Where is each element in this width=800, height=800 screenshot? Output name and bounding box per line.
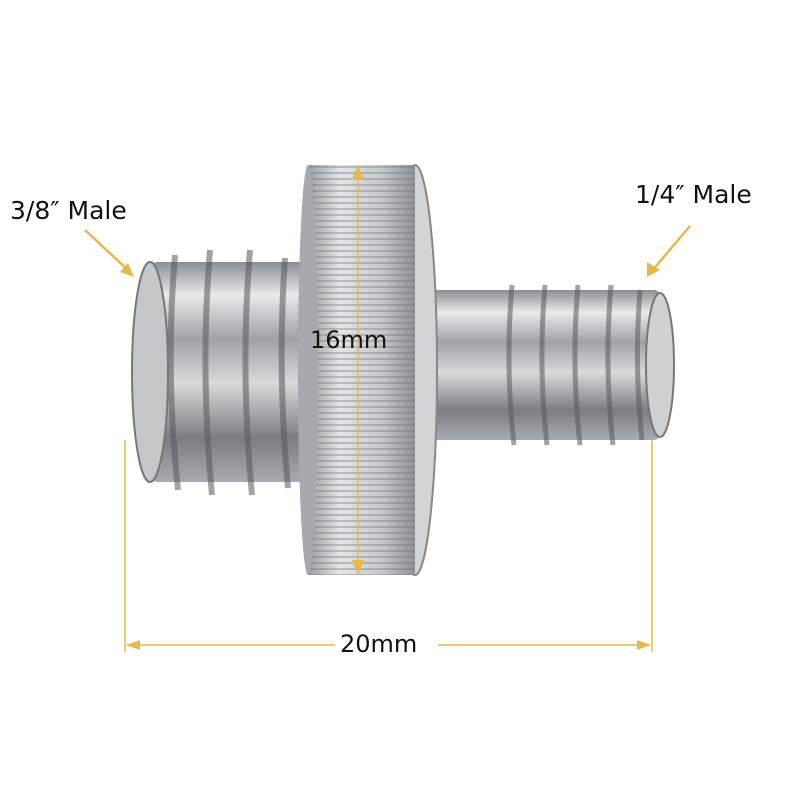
left-pointer-arrow [84, 229, 131, 273]
knurled-knob [298, 164, 438, 576]
left-thread [131, 249, 310, 496]
right-thread-label: 1/4″ Male [635, 180, 752, 209]
length-label: 20mm [340, 630, 418, 658]
right-pointer-arrow [650, 225, 691, 273]
dimension-lines [84, 165, 691, 652]
right-thread [430, 284, 675, 446]
left-thread-label: 3/8″ Male [10, 196, 127, 225]
diameter-label: 16mm [310, 326, 388, 354]
